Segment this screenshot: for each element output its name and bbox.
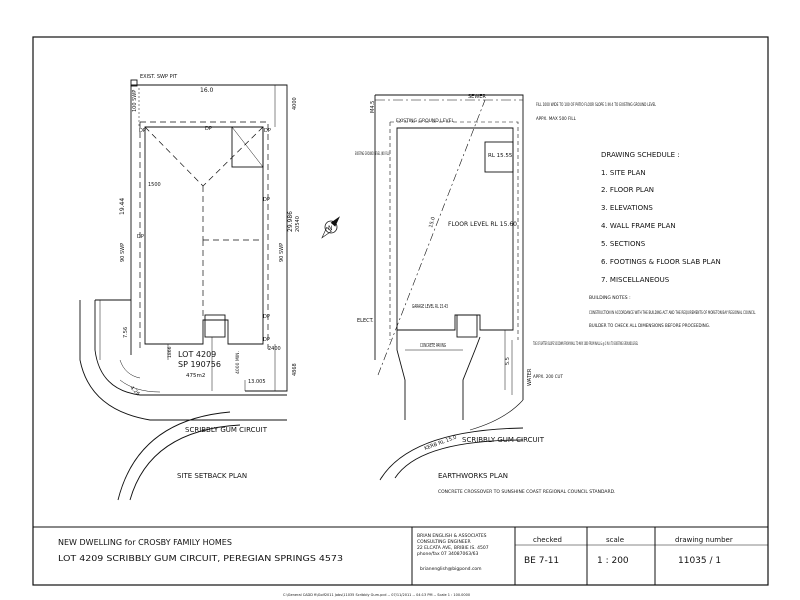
earthworks-dwelling: [396, 127, 514, 331]
sheet-border: [32, 36, 769, 586]
firm-line-3: 22 ELCATA AVE, BRIBIE IS. 4507: [417, 545, 489, 551]
schedule-item-4: 4. WALL FRAME PLAN: [601, 222, 676, 230]
dp-1: DP: [139, 128, 146, 134]
rl-label: RL 15.55: [488, 153, 513, 159]
floor-level: FLOOR LEVEL RL 15.60: [448, 221, 517, 228]
swp-right: 90 SWP: [279, 243, 285, 262]
drawing-label: drawing number: [675, 536, 733, 544]
lot-boundary: [131, 84, 288, 392]
appx-cut: APPX. 200 CUT: [533, 374, 563, 379]
dim-15: 15.0: [428, 216, 437, 228]
street-frontage-curve: [94, 300, 287, 396]
swp-left: 90 SWP: [120, 243, 126, 262]
concrete-label: CONCRETE PAVING: [420, 343, 446, 349]
earthworks-street-name: SCRIBBLY GUM CIRCUIT: [462, 436, 545, 444]
north-label: N: [328, 225, 333, 232]
dp-7: DP: [263, 337, 270, 343]
dp-3: DP: [264, 128, 271, 134]
dim-4000: 4000 MIN.: [235, 351, 241, 374]
swp-top: 100 SWP: [132, 90, 138, 112]
scale-value: 1 : 200: [597, 556, 629, 566]
batter-note: TOE OF BATTER SLOPE 50 DOWN FROM WALL TO…: [533, 341, 639, 346]
elect-label: ELECT.: [357, 318, 374, 324]
dim-left: 19.44: [119, 198, 126, 215]
checked-value: BE 7-11: [524, 556, 559, 566]
earthworks-title: EARTHWORKS PLAN: [438, 472, 508, 480]
firm-line-4: phone/fax 07 34087063/63: [417, 551, 478, 557]
dim-right-top: 4000: [292, 97, 298, 110]
pit-label: EXIST. SWP PIT: [140, 74, 178, 80]
schedule-item-5: 5. SECTIONS: [601, 240, 646, 248]
schedule-item-1: 1. SITE PLAN: [601, 169, 646, 177]
existing-ground: EXISTING GROUND LEVEL: [396, 118, 454, 124]
note-1: CONSTRUCTION IN ACCORDANCE WITH THE BUIL…: [589, 310, 756, 315]
dp-6: DP: [263, 314, 270, 320]
dp-4: DP: [263, 197, 270, 203]
dp-2: DP: [205, 126, 212, 132]
site-plan-title: SITE SETBACK PLAN: [177, 472, 247, 480]
lot-number: LOT 4209: [178, 350, 216, 359]
title-block: [33, 526, 768, 585]
checked-label: checked: [533, 536, 562, 544]
dim-756: 7.56: [123, 327, 129, 338]
sewer-label: SEWER: [468, 94, 486, 100]
footer-path: C:\General CADD ft\Golf2011 Jobs\11035 S…: [283, 593, 470, 597]
earthworks-plan: [374, 94, 524, 481]
crossover-note: CONCRETE CROSSOVER TO SUNSHINE COAST REG…: [438, 489, 615, 495]
site-setback-plan: [79, 79, 288, 501]
dwelling-outline: [144, 126, 264, 345]
dim-1866: 1866: [167, 346, 173, 358]
dp-5: DP: [137, 234, 144, 240]
scale-label: scale: [606, 536, 624, 544]
dim-right-bottom: 4868: [292, 363, 298, 376]
dim-1500: 1500: [148, 182, 161, 188]
north-arrow-icon: N: [321, 216, 340, 239]
dim-55: 5.5: [505, 357, 511, 365]
existing-ground-2: EXISTING GROUND LEVEL (NO FILL): [355, 151, 390, 156]
dim-426: 4.26: [129, 385, 141, 397]
drawing-value: 11035 / 1: [678, 556, 721, 566]
schedule-item-7: 7. MISCELLANEOUS: [601, 276, 670, 284]
dim-13005: 13.005: [248, 379, 266, 385]
project-line-1: NEW DWELLING for CROSBY FAMILY HOMES: [58, 538, 232, 547]
fill-note: FILL 1000 WIDE TO 100 OF PATIO FLOOR SLO…: [536, 102, 657, 107]
project-line-2: LOT 4209 SCRIBBLY GUM CIRCUIT, PEREGIAN …: [58, 554, 343, 563]
dim-top: 16.0: [200, 87, 214, 94]
appx-fill: APPX. MAX 500 FILL: [536, 116, 577, 121]
site-street-name: SCRIBBLY GUM CIRCUIT: [185, 426, 268, 434]
notes-heading: BUILDING NOTES :: [589, 295, 631, 301]
earthworks-street-curve: [379, 427, 524, 481]
dim-2400: 2400: [268, 346, 281, 352]
note-2: BUILDER TO CHECK ALL DIMENSIONS BEFORE P…: [589, 323, 710, 328]
firm-line-2: CONSULTING ENGINEER: [417, 539, 471, 545]
dim-right-1: 29.986: [287, 211, 294, 232]
schedule-item-3: 3. ELEVATIONS: [601, 204, 653, 212]
sp-number: SP 190756: [178, 360, 221, 369]
dim-right-2: 20540: [295, 216, 301, 232]
schedule-item-6: 6. FOOTINGS & FLOOR SLAB PLAN: [601, 258, 721, 266]
garage-level: GARAGE LEVEL RL 15.43: [412, 304, 448, 310]
m45: M4.5: [370, 101, 376, 113]
lot-area: 475m2: [186, 373, 205, 379]
firm-email: brianenglish@bigpond.com: [420, 566, 482, 572]
schedule-item-2: 2. FLOOR PLAN: [601, 186, 654, 194]
earthworks-lot-boundary: [375, 94, 524, 400]
schedule-heading: DRAWING SCHEDULE :: [601, 151, 680, 159]
water-label: WATER: [527, 368, 533, 386]
firm-line-1: BRIAN ENGLISH & ASSOCIATES: [417, 533, 487, 539]
